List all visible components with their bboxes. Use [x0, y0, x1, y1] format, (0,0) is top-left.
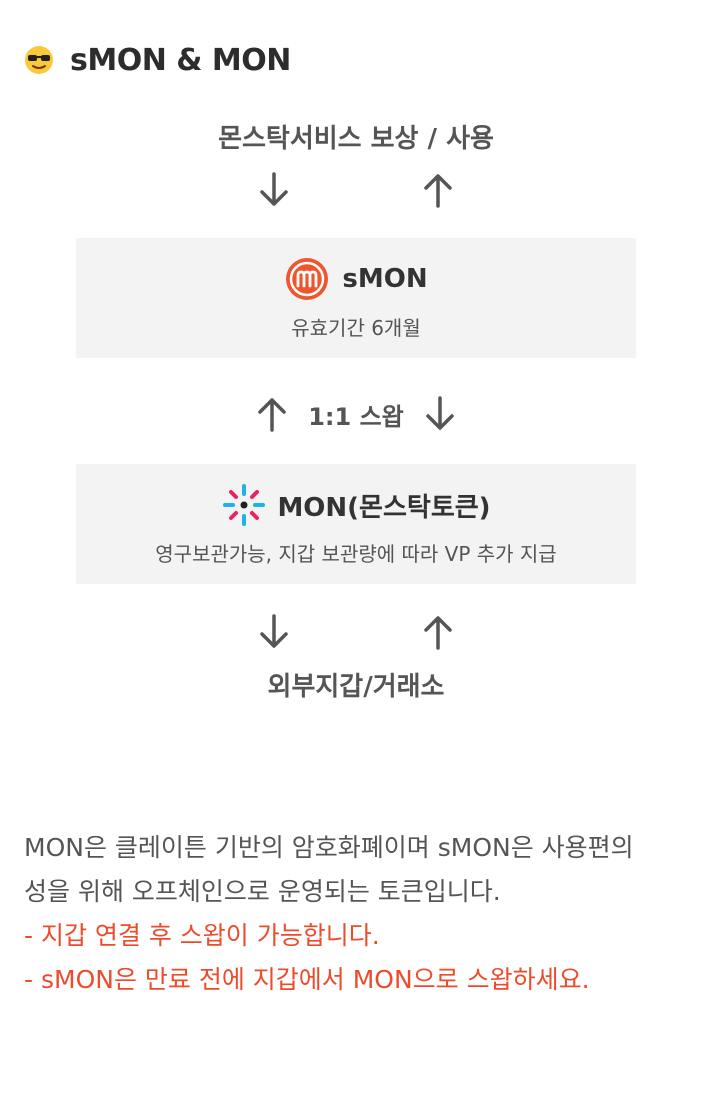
arrow-up-icon: [258, 398, 286, 432]
smon-card: sMON 유효기간 6개월: [76, 238, 636, 358]
service-reward-label: 몬스탁서비스 보상 / 사용: [218, 124, 494, 154]
smon-logo-icon: [286, 258, 329, 300]
smon-card-title-row: sMON: [76, 256, 636, 302]
smon-card-subtitle: 유효기간 6개월: [291, 316, 421, 340]
external-wallet-label: 외부지갑/거래소: [267, 672, 445, 702]
sunglasses-emoji-icon: [25, 46, 53, 74]
section-header: sMON & MON: [24, 40, 291, 80]
arrow-down-icon: [256, 612, 292, 652]
description-line: MON은 클레이튼 기반의 암호화폐이며 sMON은 사용편의: [24, 833, 634, 862]
description-block: MON은 클레이튼 기반의 암호화폐이며 sMON은 사용편의 성을 위해 오프…: [24, 826, 688, 1002]
description-line: 성을 위해 오프체인으로 운영되는 토큰입니다.: [24, 877, 501, 906]
swap-label: 1:1 스왑: [308, 402, 404, 431]
mon-card-title-row: MON(몬스탁토큰): [76, 482, 636, 528]
section-title: sMON & MON: [70, 42, 291, 78]
mon-card-subtitle: 영구보관가능, 지갑 보관량에 따라 VP 추가 지급: [155, 542, 557, 566]
smon-card-title: sMON: [342, 264, 428, 294]
arrow-down-icon: [256, 170, 292, 210]
note-swap-before-expiry: - sMON은 만료 전에 지갑에서 MON으로 스왑하세요.: [24, 965, 590, 994]
swap-row: 1:1 스왑: [0, 390, 712, 438]
mon-card-title: MON(몬스탁토큰): [277, 492, 491, 523]
note-wallet-connect: - 지갑 연결 후 스왑이 가능합니다.: [24, 921, 380, 950]
arrow-down-icon: [426, 396, 454, 430]
arrow-up-icon: [420, 170, 456, 210]
mon-logo-icon: [223, 484, 266, 526]
mon-card: MON(몬스탁토큰) 영구보관가능, 지갑 보관량에 따라 VP 추가 지급: [76, 464, 636, 584]
arrow-up-icon: [420, 612, 456, 652]
